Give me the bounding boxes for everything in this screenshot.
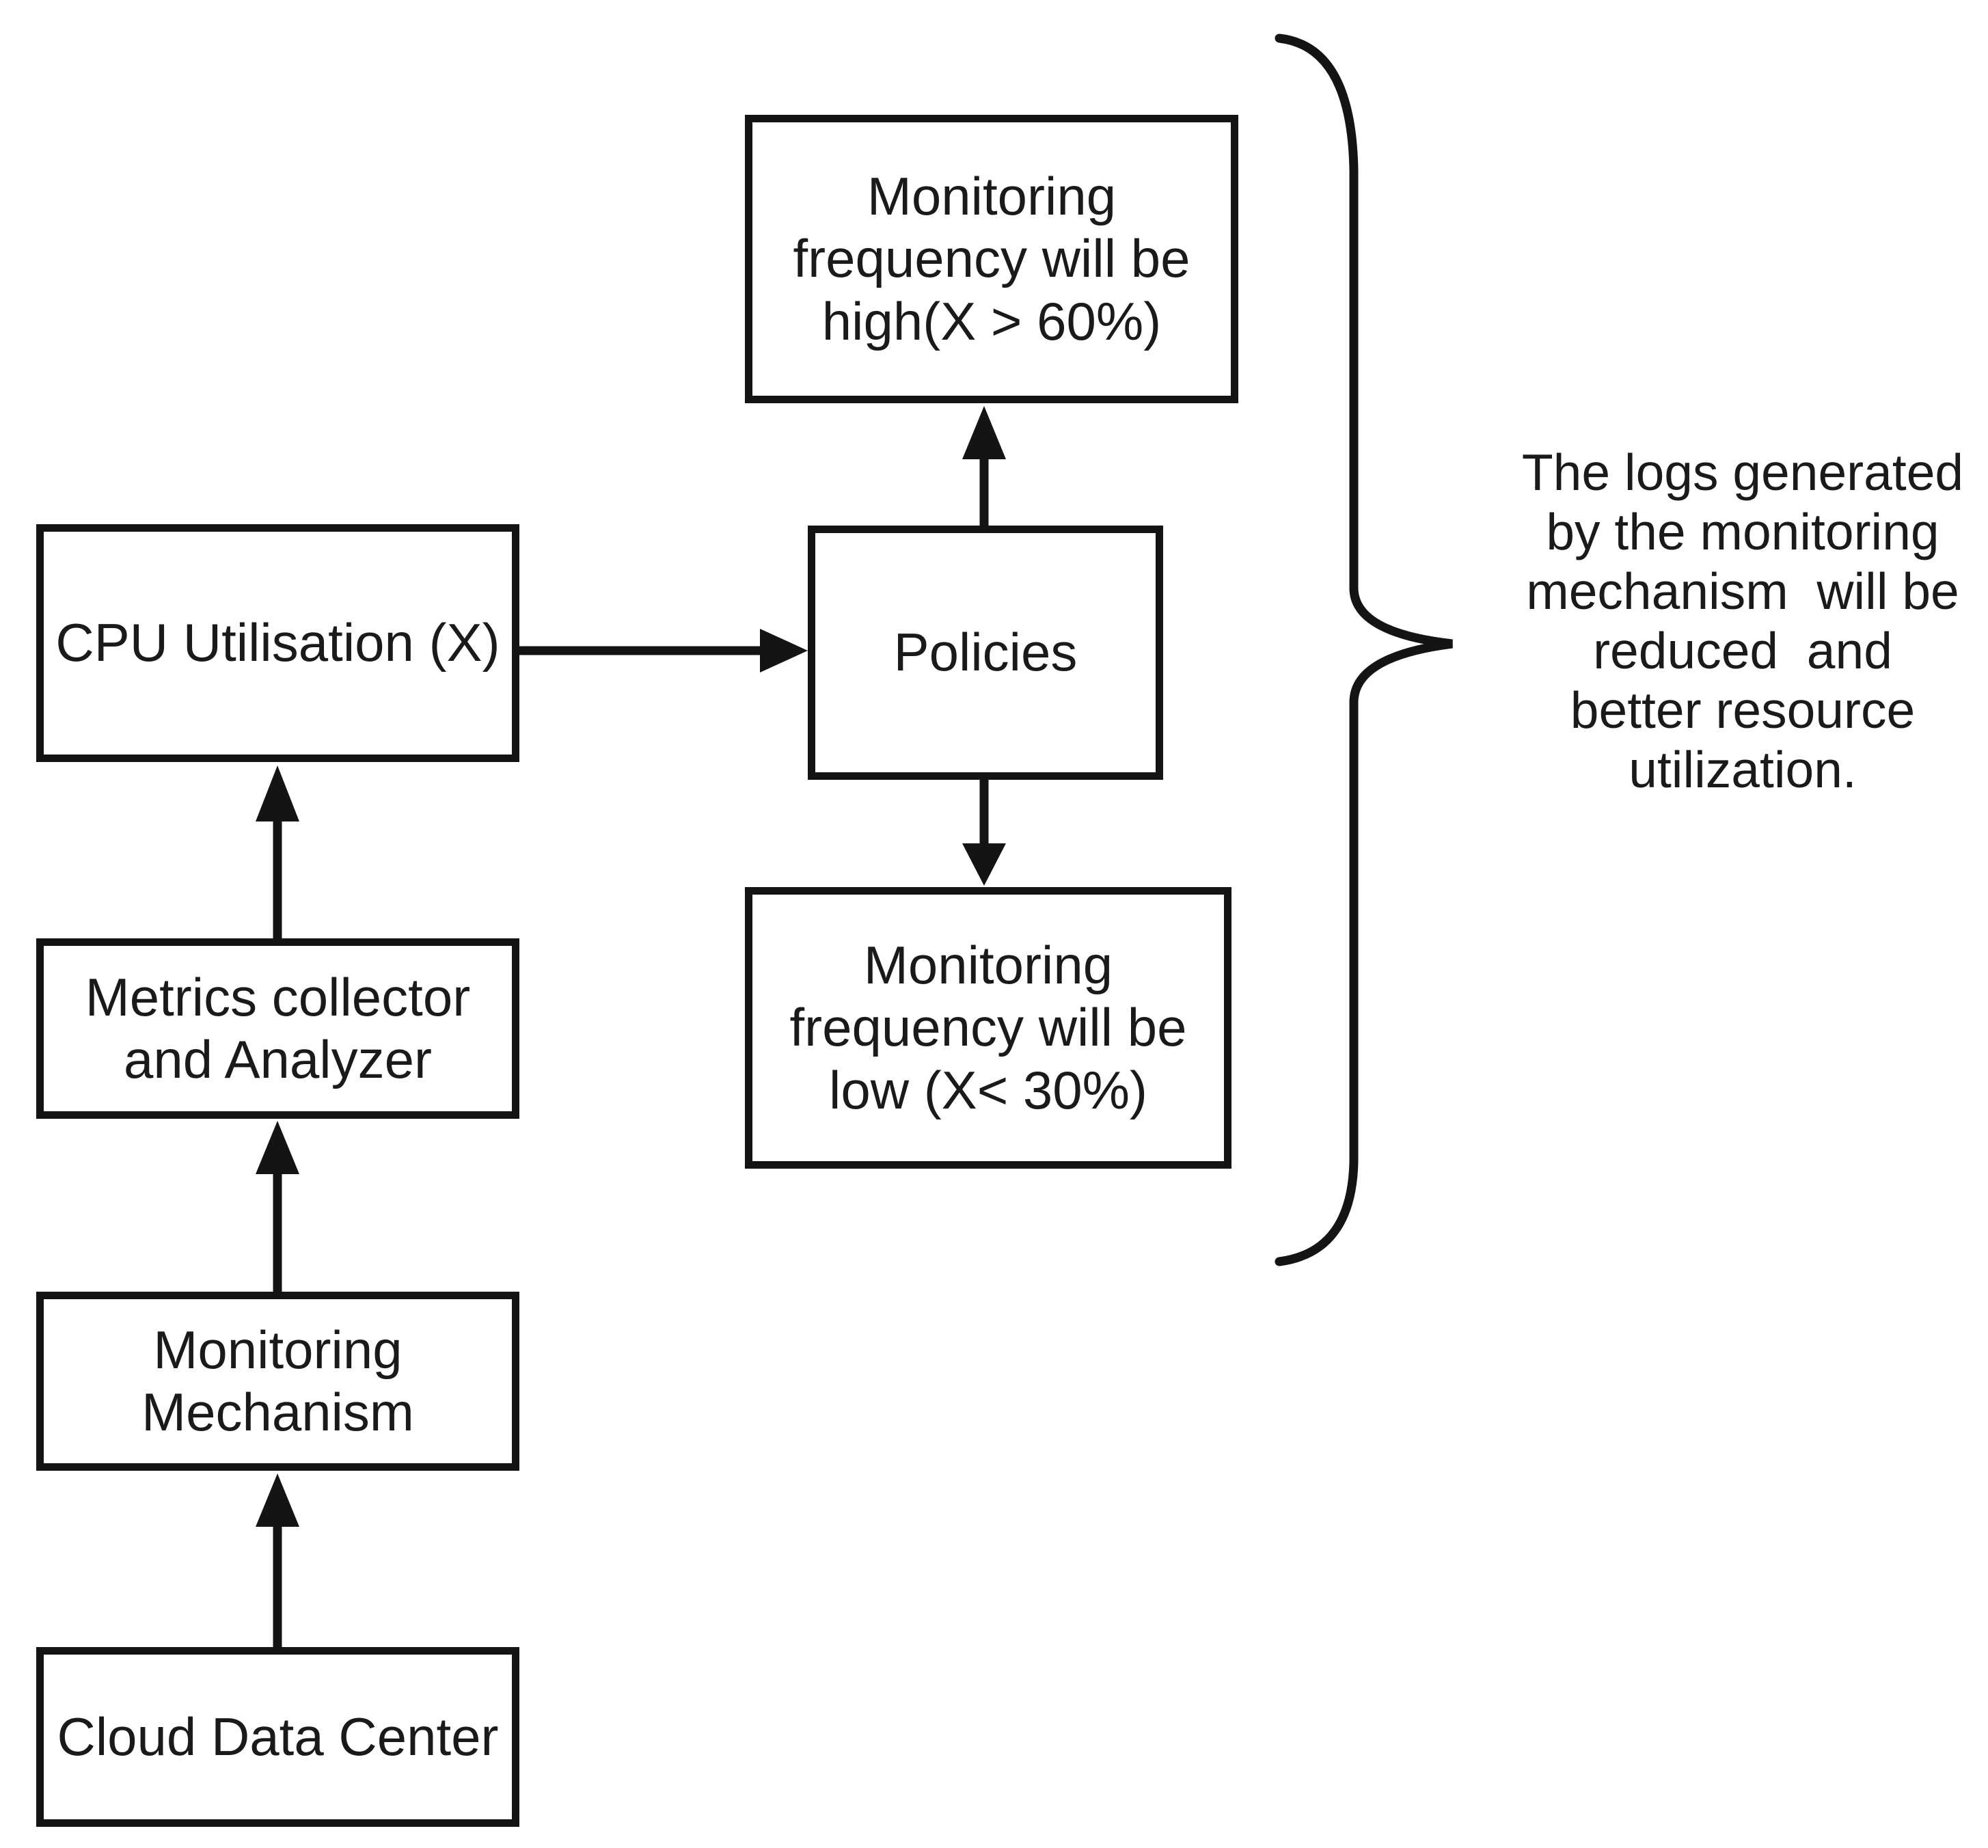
arrow-cloud-to-mechanism	[256, 1473, 299, 1648]
arrow-cpu-to-policies	[518, 629, 808, 672]
box-metrics-collector-analyzer-label: Metrics collector and Analyzer	[85, 966, 471, 1089]
box-cpu-utilisation-label: CPU Utilisation (X)	[55, 612, 500, 673]
arrow-metrics-to-cpu	[256, 765, 299, 940]
brace-annotation-text: The logs generated by the monitoring mec…	[1521, 444, 1964, 798]
box-policies: Policies	[808, 526, 1163, 780]
box-policies-label: Policies	[893, 622, 1078, 683]
box-monitoring-frequency-low: Monitoring frequency will be low (X< 30%…	[745, 887, 1231, 1169]
box-monitoring-frequency-high: Monitoring frequency will be high(X > 60…	[745, 115, 1238, 403]
curly-brace	[1275, 33, 1453, 1266]
box-cpu-utilisation: CPU Utilisation (X)	[36, 524, 519, 762]
box-metrics-collector-analyzer: Metrics collector and Analyzer	[36, 938, 519, 1119]
box-monitoring-mechanism: Monitoring Mechanism	[36, 1292, 519, 1471]
box-monitoring-frequency-low-label: Monitoring frequency will be low (X< 30%…	[789, 935, 1187, 1120]
box-monitoring-mechanism-label: Monitoring Mechanism	[141, 1319, 414, 1442]
arrow-policies-to-freq-high	[962, 406, 1006, 528]
arrow-policies-to-freq-low	[962, 778, 1006, 886]
box-monitoring-frequency-high-label: Monitoring frequency will be high(X > 60…	[793, 166, 1190, 351]
box-cloud-data-center-label: Cloud Data Center	[57, 1706, 499, 1767]
arrow-mechanism-to-metrics	[256, 1121, 299, 1293]
box-cloud-data-center: Cloud Data Center	[36, 1647, 519, 1827]
